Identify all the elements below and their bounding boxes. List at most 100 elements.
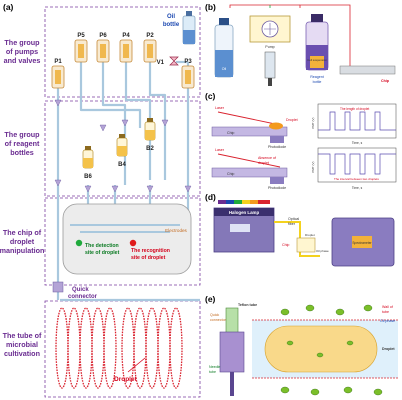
droplet-chip: Electrodes The detection site of droplet… <box>62 203 192 275</box>
valve-v1-label: V1 <box>157 60 165 66</box>
bottle-b6: B6 <box>82 146 94 180</box>
pump-p3-label: P3 <box>184 59 192 65</box>
quick-connector-label-1: Quick <box>72 287 89 293</box>
reagent-bottles: B6 B4 B2 <box>82 118 156 180</box>
bottle-b4: B4 <box>116 134 128 168</box>
panel-e: Teflon tube Quick connector Needle tube … <box>209 303 398 396</box>
pump-p5[interactable]: P5 <box>74 33 88 63</box>
pmt-plot-top: The length of droplet PMT (V) Time, s <box>311 103 397 145</box>
oil-bottle-label-1: Oil <box>167 14 175 20</box>
section-label-tube-3: cultivation <box>4 349 40 358</box>
panel-c-droplet-label: Droplet <box>286 118 298 122</box>
wall-tube-label-2: tube <box>382 310 389 314</box>
spectrometer-label: Spectrometer <box>352 241 372 245</box>
bottle-b6-label: B6 <box>84 174 92 180</box>
pump-p4[interactable]: P4 <box>119 33 133 63</box>
recognition-label-2: site of droplet <box>131 255 166 261</box>
panel-b-reagent-label-2: bottle <box>313 80 322 84</box>
pump-p4-label: P4 <box>122 33 130 39</box>
section-label-chip-2: droplet <box>10 237 35 246</box>
bottle-b2: B2 <box>144 118 156 152</box>
section-label-chip-1: The chip of <box>3 228 42 237</box>
panel-d-droplet-label: Droplet <box>305 233 315 237</box>
quick-connector-label-2: connector <box>68 294 98 300</box>
panel-c-photodiode-label-2: Photodiode <box>268 186 286 190</box>
panel-c-letter: (c) <box>205 91 216 101</box>
panel-e-letter: (e) <box>205 294 216 304</box>
section-box-bottles <box>44 100 201 197</box>
section-label-pumps-1: The group <box>4 38 40 47</box>
section-label-pumps-3: and valves <box>4 56 41 65</box>
detection-label-2: site of droplet <box>85 250 120 256</box>
panel-b: Oil Pump Cell suspension Reagent bottle … <box>214 4 396 86</box>
section-label-chip-3: manipulation <box>0 246 44 255</box>
panel-c-absence-label-1: Absence of <box>258 156 276 160</box>
section-label-bottles-1: The group <box>4 130 40 139</box>
panel-b-letter: (b) <box>205 2 216 12</box>
recognition-site-dot <box>129 239 137 247</box>
section-label-bottles-3: bottles <box>10 148 34 157</box>
needle-tube-label-2: tube <box>209 370 216 374</box>
pmt-bottom-annotation: The interval between two droplets <box>334 177 379 181</box>
section-label-tube-2: microbial <box>6 340 38 349</box>
panel-c-absence-label-2: droplet <box>258 161 269 165</box>
bottle-b4-label: B4 <box>118 162 126 168</box>
pmt-bottom-xlabel: Time, s <box>352 186 363 190</box>
panel-c-chip-label-1: Chip <box>227 131 234 135</box>
optical-fiber-label-2: fiber <box>288 222 296 226</box>
quick-connector-e-label-2: connector <box>210 318 227 322</box>
panel-d-oil-label: Oil phase <box>316 249 329 253</box>
pump-p3[interactable]: P3 <box>181 59 195 89</box>
pmt-top-xlabel: Time, s <box>352 141 363 145</box>
panel-d-letter: (d) <box>205 192 216 202</box>
electrodes-label: Electrodes <box>165 228 187 233</box>
quick-connector: Quick connector <box>52 281 98 300</box>
detection-label-1: The detection <box>85 243 119 249</box>
culture-tube-coils <box>55 307 183 389</box>
oil-bottle: Oil bottle <box>163 11 196 45</box>
pump-group: P1 P5 P6 P4 P2 P3 <box>51 33 195 89</box>
panel-d: Halogen Lamp Optical fiber Chip Droplet … <box>213 200 395 267</box>
pmt-bottom-ylabel: PMT (V) <box>311 161 315 172</box>
section-box-pumps <box>44 6 201 98</box>
pmt-top-annotation: The length of droplet <box>340 107 369 111</box>
panel-b-oil-label: Oil <box>222 67 227 71</box>
section-label-bottles-2: of reagent <box>5 139 40 148</box>
panel-c-laser-label-2: Laser <box>215 148 225 152</box>
panel-b-cell-label: Cell suspension <box>307 58 327 62</box>
panel-a-letter: (a) <box>3 2 14 12</box>
teflon-tube-label: Teflon tube <box>238 303 257 307</box>
halogen-lamp-label: Halogen Lamp <box>229 210 260 215</box>
panel-e-droplet-label: Droplet <box>382 347 395 351</box>
panel-b-reagent-label-1: Reagent <box>310 75 324 79</box>
detection-site-dot <box>75 239 83 247</box>
pump-p6[interactable]: P6 <box>96 33 110 63</box>
panel-b-chip-label: Chip <box>381 79 390 83</box>
panel-d-chip-label: Chip <box>282 243 289 247</box>
tube-p2 <box>148 62 167 180</box>
pmt-plot-bottom: The interval between two droplets PMT (V… <box>311 147 397 190</box>
valve-v1[interactable]: V1 <box>157 56 179 66</box>
pump-p2-label: P2 <box>146 33 154 39</box>
panel-b-pump-label: Pump <box>265 45 274 49</box>
panel-c-photodiode-label-1: Photodiode <box>268 145 286 149</box>
panel-c-chip-label-2: Chip <box>227 172 234 176</box>
needle-tube-label-1: Needle <box>209 365 220 369</box>
pump-p6-label: P6 <box>99 33 107 39</box>
droplet-label: Droplet <box>114 376 138 383</box>
section-label-tube-1: The tube of <box>3 331 42 340</box>
pump-p1-label: P1 <box>54 59 62 65</box>
pump-p1[interactable]: P1 <box>51 59 65 89</box>
section-labels: The group of pumps and valves The group … <box>0 38 44 358</box>
wall-tube-label-1: Wall of <box>382 305 393 309</box>
section-box-chip <box>44 197 201 286</box>
panel-c: Laser Chip Droplet Photodiode Laser Chip… <box>211 103 397 190</box>
pump-p2[interactable]: P2 <box>143 33 157 63</box>
optical-fiber-label-1: Optical <box>288 217 299 221</box>
quick-connector-e-label-1: Quick <box>210 313 219 317</box>
oil-bottle-label-2: bottle <box>163 22 180 28</box>
droplet-label-group: Droplet <box>114 357 146 383</box>
panel-e-oil-label: Oil phase <box>380 319 395 323</box>
tube-p4 <box>124 62 152 180</box>
